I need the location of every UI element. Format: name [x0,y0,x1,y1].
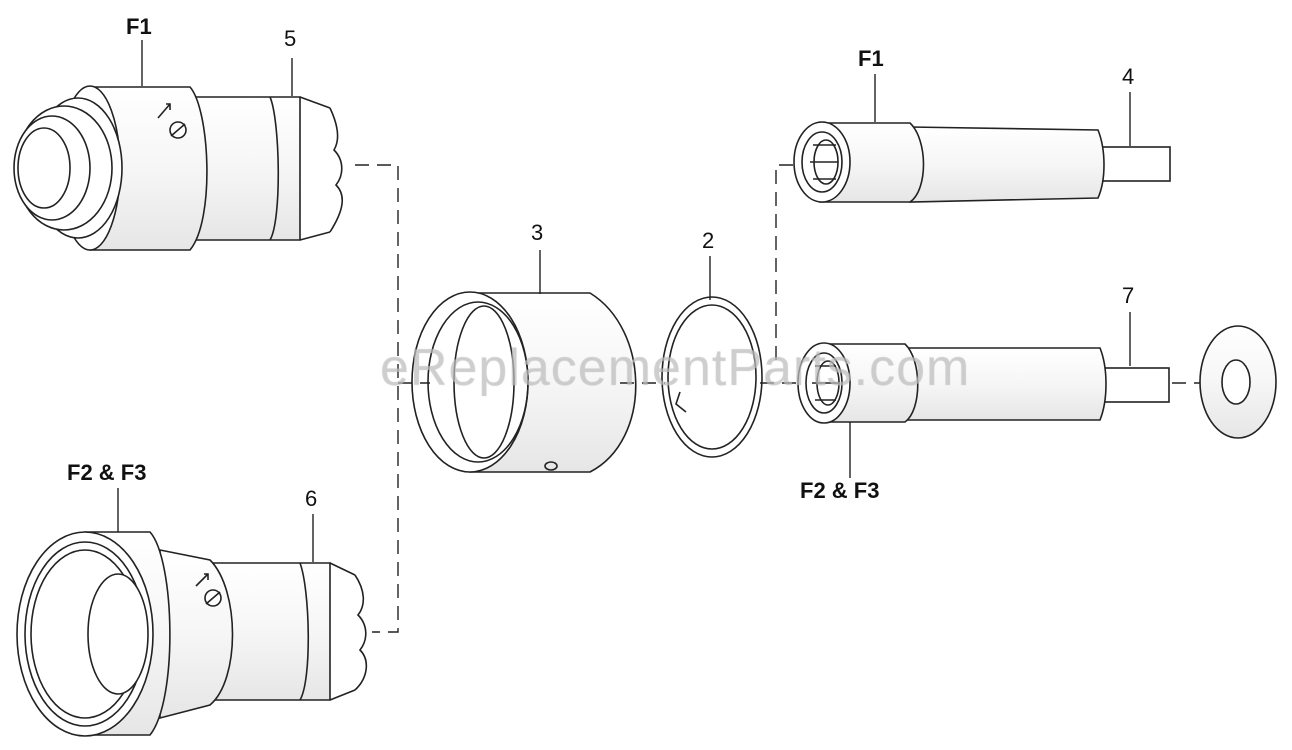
label-part-7: 7 [1122,283,1135,308]
label-f1-top-left: F1 [126,14,152,39]
part-6-coupler [16,531,368,737]
label-f1-top-right: F1 [858,46,884,71]
label-f2f3-left: F2 & F3 [67,460,147,485]
dashed-assembly-lines [355,164,1200,633]
label-part-4: 4 [1122,64,1135,89]
label-part-6: 6 [305,486,318,511]
label-part-3: 3 [531,220,544,245]
part-5-coupler [13,85,343,251]
label-part-2: 2 [702,228,715,253]
label-f2f3-right: F2 & F3 [800,478,880,503]
part-4-shaft [793,121,1171,203]
washer [1199,325,1277,439]
part-7-shaft [797,342,1170,424]
leader-lines [117,40,1131,562]
part-3-sleeve [411,291,637,473]
label-part-5: 5 [284,26,297,51]
part-2-ring [661,296,763,458]
